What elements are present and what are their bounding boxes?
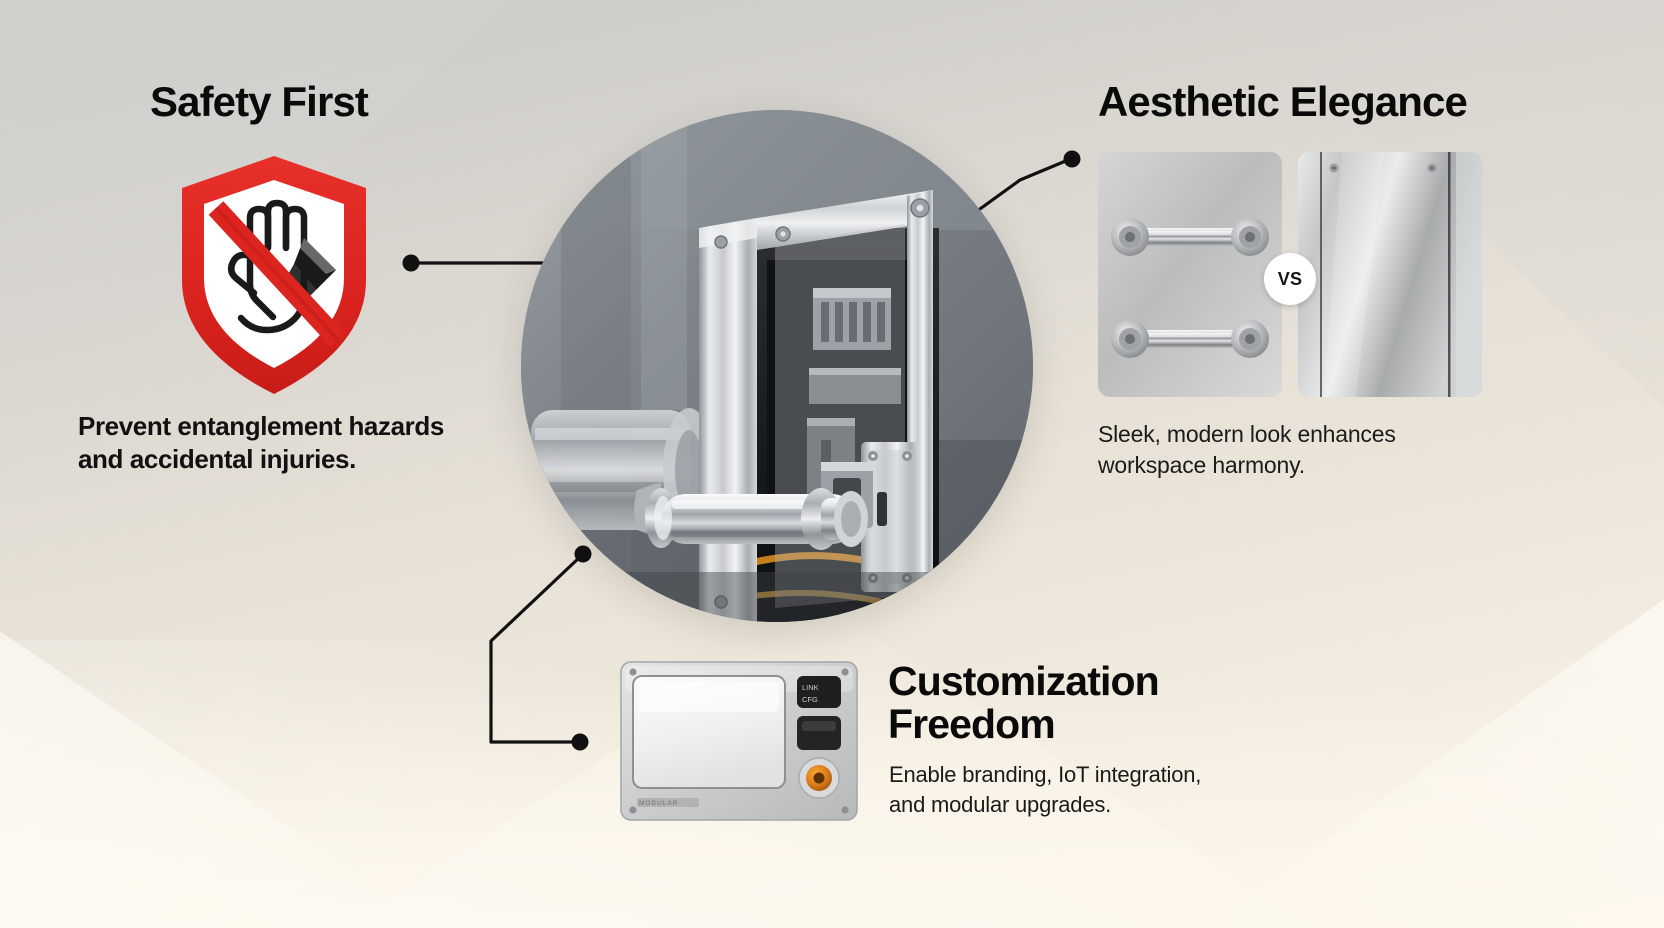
customization-body-text: Enable branding, IoT integration, and mo… bbox=[889, 760, 1249, 819]
no-hand-entanglement-shield-icon bbox=[176, 152, 372, 398]
customization-body-line-1: Enable branding, IoT integration, bbox=[889, 762, 1202, 787]
safety-section: Safety First bbox=[150, 78, 620, 125]
aesthetic-comparison-illustration: VS bbox=[1098, 152, 1482, 397]
safety-body-text: Prevent entanglement hazards and acciden… bbox=[78, 410, 508, 476]
aesthetic-body-text: Sleek, modern look enhances workspace ha… bbox=[1098, 419, 1498, 480]
aesthetic-section: Aesthetic Elegance bbox=[1098, 78, 1568, 125]
customization-heading-line-1: Customization bbox=[888, 658, 1160, 704]
safety-body-line-2: and accidental injuries. bbox=[78, 444, 356, 475]
vs-badge: VS bbox=[1264, 253, 1316, 305]
traditional-tube-handles-panel bbox=[1098, 152, 1282, 397]
customization-section: Customization Freedom bbox=[888, 658, 1288, 748]
customization-body-line-2: and modular upgrades. bbox=[889, 791, 1112, 817]
aesthetic-body-line-1: Sleek, modern look enhances bbox=[1098, 421, 1396, 447]
safety-heading: Safety First bbox=[150, 78, 369, 125]
device-badge-top-label: LINK bbox=[802, 683, 819, 692]
safety-body-line-1: Prevent entanglement hazards bbox=[78, 411, 444, 441]
center-hero-image bbox=[521, 110, 1033, 622]
customization-heading: Customization Freedom bbox=[888, 658, 1288, 748]
aesthetic-heading: Aesthetic Elegance bbox=[1098, 78, 1468, 125]
control-panel-device: LINK CFG MODULAR bbox=[619, 658, 859, 822]
customization-heading-line-2: Freedom bbox=[888, 701, 1056, 748]
device-brand-strip-label: MODULAR bbox=[639, 800, 679, 807]
connector-customization bbox=[489, 545, 592, 751]
aesthetic-body-line-2: workspace harmony. bbox=[1098, 451, 1305, 478]
flush-minimal-panel bbox=[1298, 152, 1482, 397]
device-badge-sub-label: CFG bbox=[802, 695, 818, 704]
